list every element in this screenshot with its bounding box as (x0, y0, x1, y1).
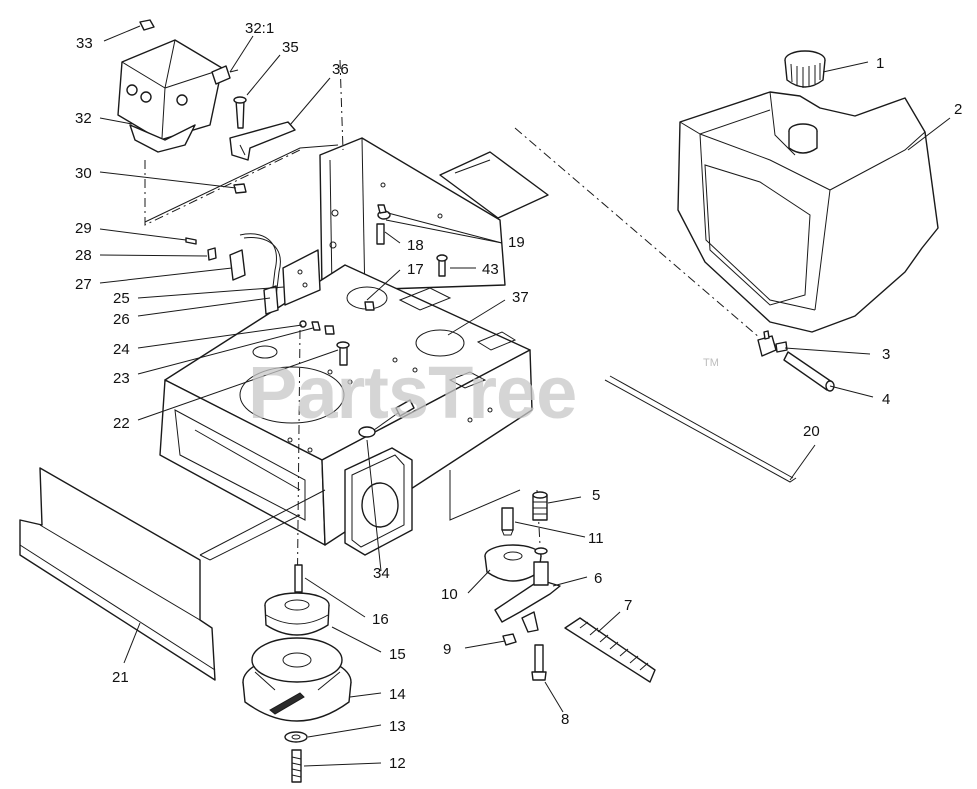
callout-17: 17 (407, 261, 424, 278)
switch-assembly (185, 233, 321, 315)
callout-32-1: 32:1 (245, 20, 274, 37)
fuel-fitting (757, 330, 788, 357)
callout-13: 13 (389, 718, 406, 735)
callout-29: 29 (75, 220, 92, 237)
watermark-trademark: TM (703, 357, 719, 369)
callout-9: 9 (443, 641, 451, 658)
belt-shield (19, 467, 216, 681)
clutch-washer (284, 731, 308, 743)
callout-16: 16 (372, 611, 389, 628)
fuel-tank (677, 91, 939, 333)
callout-2: 2 (954, 101, 962, 118)
callout-23: 23 (113, 370, 130, 387)
callout-15: 15 (389, 646, 406, 663)
fuel-line (604, 375, 797, 483)
callout-32: 32 (75, 110, 92, 127)
idler-pivot-bolt (531, 644, 547, 681)
callout-18: 18 (407, 237, 424, 254)
callout-43: 43 (482, 261, 499, 278)
clutch-cable (358, 399, 415, 438)
callout-34: 34 (373, 565, 390, 582)
idler-spring (564, 617, 656, 683)
frame-hardware (299, 204, 448, 366)
callout-25: 25 (113, 290, 130, 307)
idler-pulley (484, 544, 542, 582)
callout-27: 27 (75, 276, 92, 293)
callout-5: 5 (592, 487, 600, 504)
callout-7: 7 (624, 597, 632, 614)
callout-3: 3 (882, 346, 890, 363)
callout-22: 22 (113, 415, 130, 432)
watermark-text: PartsTree (248, 351, 576, 434)
idler-arm (494, 547, 561, 633)
callout-4: 4 (882, 391, 890, 408)
fuel-hose (783, 351, 835, 392)
electric-clutch (242, 637, 352, 722)
frame-lower-plate (199, 470, 521, 561)
callout-20: 20 (803, 423, 820, 440)
fuel-cap (784, 50, 826, 88)
callout-21: 21 (112, 669, 129, 686)
callout-28: 28 (75, 247, 92, 264)
callout-19: 19 (508, 234, 525, 251)
callout-1: 1 (876, 55, 884, 72)
callout-30: 30 (75, 165, 92, 182)
main-frame (159, 137, 549, 556)
callouts: 1 2 3 4 5 6 7 8 9 10 11 12 13 14 15 16 1… (75, 20, 962, 772)
solenoid-unit (117, 19, 239, 153)
callout-11: 11 (588, 530, 604, 547)
callout-37: 37 (512, 289, 529, 306)
callout-8: 8 (561, 711, 569, 728)
callout-6: 6 (594, 570, 602, 587)
callout-14: 14 (389, 686, 406, 703)
callout-26: 26 (113, 311, 130, 328)
idler-bolt (501, 507, 514, 536)
callout-36: 36 (332, 61, 349, 78)
engine-pulley (264, 592, 330, 636)
callout-24: 24 (113, 341, 130, 358)
idler-spacer (532, 491, 548, 521)
mounting-bracket (229, 96, 296, 194)
drive-key (294, 564, 303, 593)
clutch-bolt (291, 749, 302, 783)
callout-35: 35 (282, 39, 299, 56)
leader-lines (99, 25, 951, 767)
callout-10: 10 (441, 586, 458, 603)
callout-12: 12 (389, 755, 406, 772)
callout-33: 33 (76, 35, 93, 52)
idler-nut (502, 633, 517, 646)
